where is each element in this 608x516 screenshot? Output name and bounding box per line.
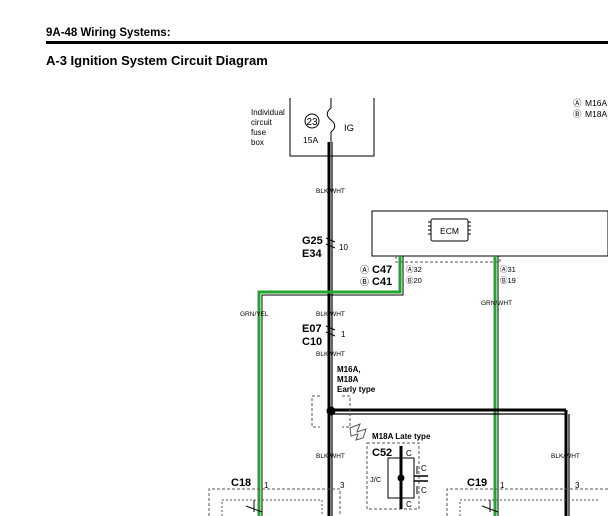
legend-b-text: M18A [585,109,608,119]
note-early-line3: Early type [337,385,376,394]
connector-c19: C19 [467,477,487,489]
connector-c41-mark: Ⓑ [360,277,369,287]
connector-c19-pin1: 1 [500,481,505,490]
note-late-type: M18A Late type [372,432,431,441]
fuse-box-label-1: Individual [251,108,285,117]
connector-g25: G25 [302,235,323,247]
early-type-dashed-box [311,395,351,428]
header-rule [46,41,608,44]
connector-c47-mark: Ⓐ [360,265,369,275]
wire-label-blk-wht-below: BLK/WHT [316,351,345,358]
legend-a-mark: Ⓐ [573,98,582,108]
wire-label-grn-yel: GRN/YEL [240,311,269,318]
connector-c47-pin-right: Ⓐ31 [500,265,516,274]
connector-g25-pin: 10 [339,243,348,252]
note-early-line2: M18A [337,375,359,384]
jc-dot [397,474,405,482]
late-type-pointer-icon [349,423,367,441]
connector-e34: E34 [302,248,322,260]
fuse-symbol [326,98,336,142]
connector-c18-pin1: 1 [264,481,269,490]
section-header: 9A-48 Wiring Systems: [46,27,171,39]
g25-connector-mark [325,237,336,249]
fuse-rating: 15A [303,135,318,145]
page-title: A-3 Ignition System Circuit Diagram [46,53,268,68]
fuse-box-label-4: box [251,138,264,147]
ecm-chip-pins [428,221,471,235]
ecm-label: ECM [440,226,459,236]
connector-c52: C52 [372,447,392,459]
jc-output [414,475,428,482]
connector-c47-pin-left: Ⓐ32 [406,265,422,274]
connector-c10: C10 [302,336,322,348]
connector-c19-pin3: 3 [575,481,580,490]
e07-connector-mark [325,325,336,337]
note-early-line1: M16A, [337,365,361,374]
wire-label-blk-wht-top: BLK/WHT [316,188,345,195]
wire-label-blk-wht-mid: BLK/WHT [316,311,345,318]
fuse-name: IG [344,123,354,134]
fuse-number-circle [304,113,320,129]
grn-yel-wire-stripe [261,256,404,516]
c19-coil-mark [481,500,499,513]
ecm-connector-dashed [395,256,501,263]
legend-a-text: M16A [585,98,608,108]
fuse-box-label-3: fuse [251,128,267,137]
c19-dashed-box [446,488,608,516]
legend-b-mark: Ⓑ [573,109,582,119]
ecm-box [371,210,608,257]
connector-c52-pin-bottom: C [406,500,412,509]
connector-c18-pin3: 3 [340,481,345,490]
connector-e07-pin: 1 [341,330,346,339]
connector-c41-pin-left: Ⓑ20 [406,276,422,285]
connector-c18: C18 [231,477,251,489]
wire-label-blk-wht-right: BLK/WHT [551,453,580,460]
c18-dashed-box [208,488,341,516]
jc-label: J/C [370,475,382,484]
wire-label-blk-wht-lower: BLK/WHT [316,453,345,460]
c18-inner-box [221,499,323,516]
fuse-box-label-2: circuit [251,118,273,127]
fuse-number: 23 [306,117,318,128]
grn-yel-wire [257,256,402,516]
connector-c52-pin-low: C [421,486,427,495]
wire-label-grn-wht: GRN/WHT [481,300,512,307]
connector-c52-pin-top: C [406,449,412,458]
connector-e07: E07 [302,323,322,335]
connector-c41-pin-right: Ⓑ19 [500,276,516,285]
connector-c47: C47 [372,264,392,276]
connector-c52-pin-mid: C [421,464,427,473]
connector-c41: C41 [372,276,392,288]
junction-dot [326,406,336,416]
c19-inner-box [459,499,600,516]
c18-coil-mark [245,500,263,513]
